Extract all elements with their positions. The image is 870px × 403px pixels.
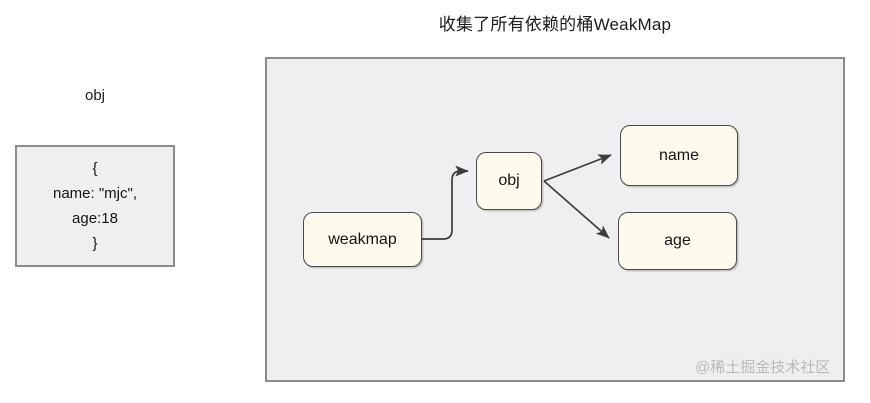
- obj-code-line: age:18: [72, 210, 118, 227]
- node-age[interactable]: age: [618, 212, 737, 270]
- diagram-title: 收集了所有依赖的桶WeakMap: [438, 15, 672, 34]
- obj-code-line: name: "mjc",: [52, 185, 137, 202]
- obj-code-line: }: [92, 235, 98, 252]
- node-weakmap[interactable]: weakmap: [303, 212, 422, 267]
- obj-literal-box: { name: "mjc", age:18 }: [15, 145, 175, 267]
- node-name[interactable]: name: [620, 125, 738, 186]
- obj-caption-label: obj: [84, 87, 106, 104]
- watermark-text: @稀土掘金技术社区: [695, 359, 831, 376]
- node-obj[interactable]: obj: [476, 152, 542, 210]
- obj-code-line: {: [92, 160, 98, 177]
